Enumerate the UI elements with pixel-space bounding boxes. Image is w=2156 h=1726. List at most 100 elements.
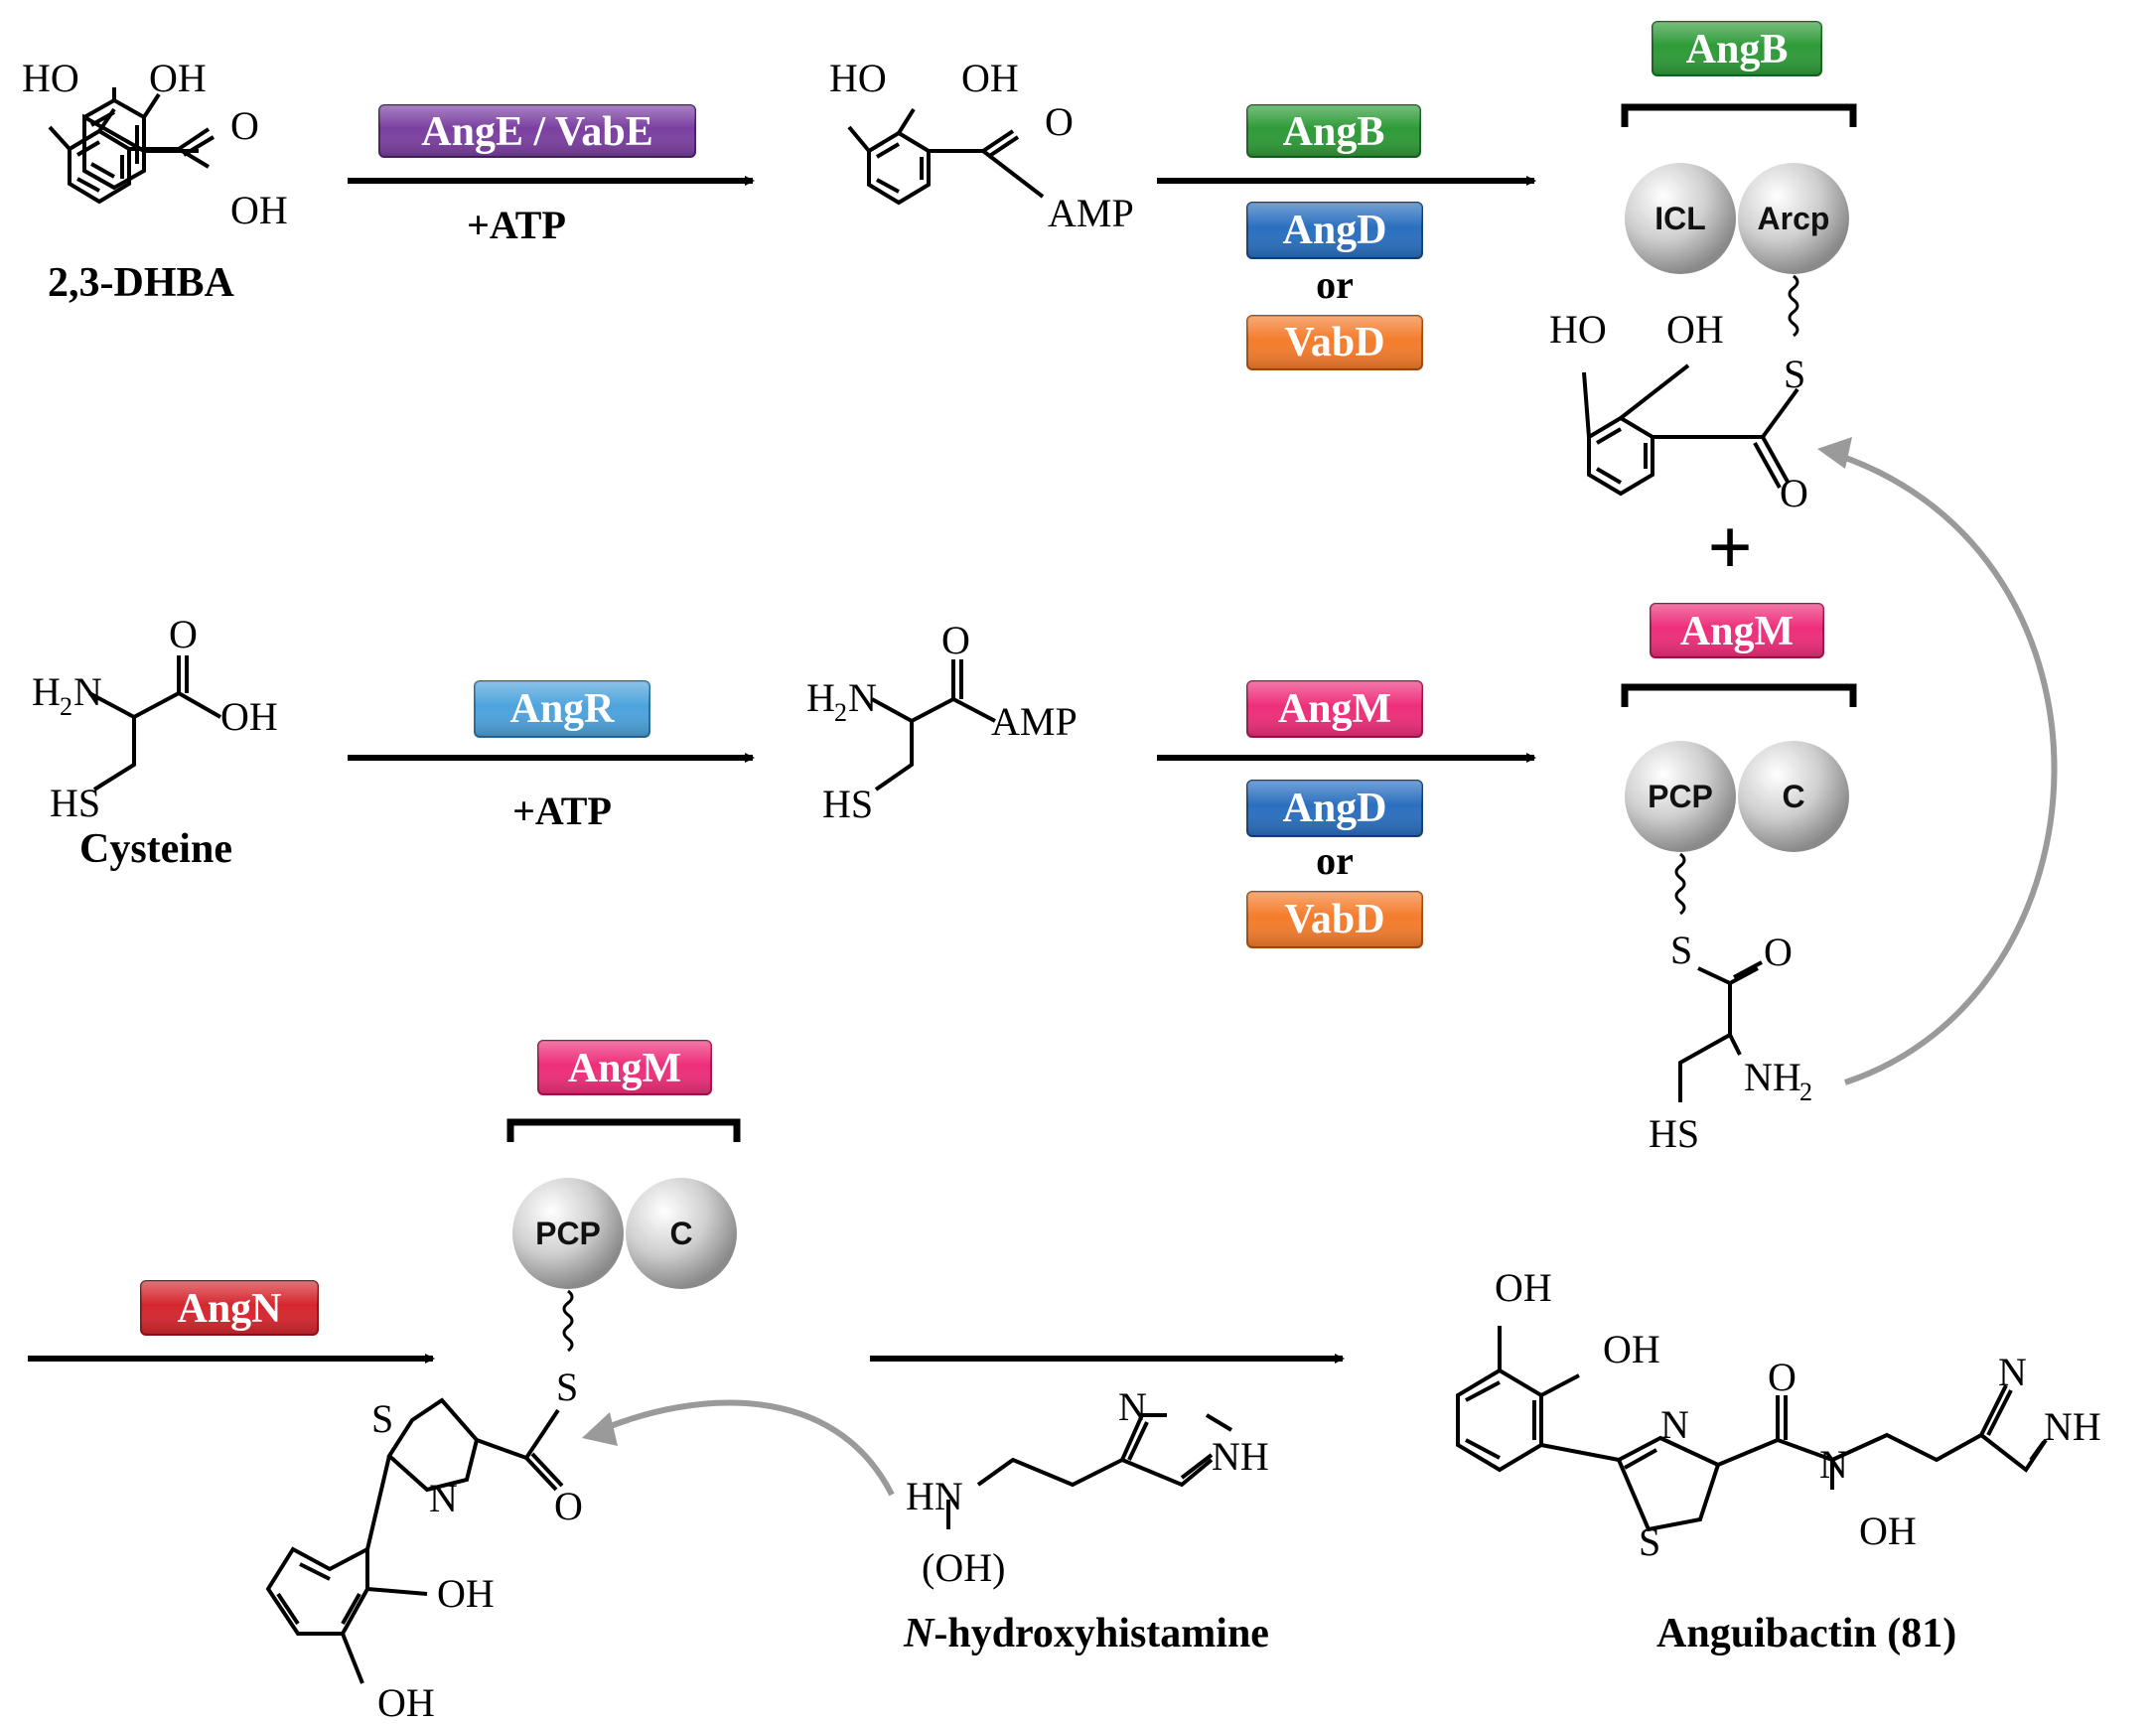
- pcp1-hs: HS: [1649, 1111, 1699, 1156]
- or-1: or: [1316, 262, 1354, 307]
- dhba-ring: [48, 107, 216, 205]
- plus-sign: +: [1707, 504, 1753, 592]
- anguibactin-structure: [1456, 1326, 2048, 1532]
- cys-thioester-structure: [1678, 960, 1763, 1102]
- cysamp-hs: HS: [822, 782, 873, 826]
- svg-text:C: C: [669, 1216, 692, 1251]
- thiazoline-thioester-structure: [265, 1397, 564, 1684]
- dhba-o: O: [230, 103, 259, 148]
- svg-text:VabD: VabD: [1284, 897, 1384, 942]
- tag-angb-2: AngB: [1652, 21, 1822, 76]
- domain-pcp-1: PCP: [1625, 741, 1736, 852]
- svg-text:AngN: AngN: [177, 1286, 281, 1332]
- bracket-angm-2: [506, 1118, 741, 1142]
- transfer-arrow-1: [1836, 452, 2058, 1085]
- svg-text:VabD: VabD: [1284, 320, 1384, 365]
- ang-n: N: [1660, 1402, 1689, 1447]
- tag-angr: AngR: [474, 680, 650, 738]
- hh-oh: (OH): [922, 1545, 1005, 1590]
- hydroxyhistamine-structure: [946, 1413, 1233, 1529]
- domain-pcp-2: PCP: [512, 1178, 624, 1289]
- ang-nh: NH: [2044, 1404, 2101, 1449]
- tether-pcp-1: [1674, 852, 1686, 916]
- thz-oh2: OH: [377, 1680, 435, 1725]
- dhba-name: 2,3-DHBA: [48, 260, 235, 306]
- svg-text:AngD: AngD: [1282, 208, 1386, 253]
- atp-2: +ATP: [512, 789, 612, 833]
- svg-text:AngM: AngM: [1278, 686, 1391, 732]
- ang-o: O: [1768, 1355, 1797, 1399]
- anguibactin-name: Anguibactin (81): [1656, 1611, 1956, 1656]
- ang-n2: N: [1819, 1442, 1848, 1487]
- ang-n3: N: [1998, 1350, 2027, 1394]
- ang-s: S: [1639, 1519, 1660, 1564]
- svg-text:AngR: AngR: [509, 686, 615, 732]
- transfer-arrowhead-2: [582, 1412, 618, 1446]
- dhbs-o: O: [1780, 471, 1808, 515]
- tag-ange-vabe: AngE / VabE: [378, 104, 696, 158]
- svg-text:AngB: AngB: [1686, 27, 1789, 72]
- cys-2: 2: [60, 692, 72, 721]
- thz-n: N: [429, 1476, 458, 1520]
- cys-hs: HS: [50, 781, 100, 825]
- bracket-angm-1: [1621, 683, 1857, 707]
- svg-text:AngM: AngM: [568, 1046, 681, 1091]
- cysamp-amp: AMP: [991, 699, 1078, 744]
- cysteine-name: Cysteine: [79, 826, 232, 872]
- tag-vabd-2: VabD: [1246, 891, 1423, 948]
- svg-text:Arcp: Arcp: [1758, 201, 1830, 236]
- atp-1: +ATP: [467, 203, 566, 247]
- thz-o: O: [554, 1484, 583, 1528]
- hh-nh: NH: [1212, 1434, 1269, 1479]
- ang-oh2: OH: [1603, 1327, 1660, 1371]
- svg-text:PCP: PCP: [1648, 779, 1713, 814]
- svg-text:AngM: AngM: [1680, 609, 1794, 654]
- svg-text:AngB: AngB: [1283, 109, 1385, 155]
- hh-hn: HN: [906, 1474, 963, 1518]
- tag-angm-2: AngM: [1650, 603, 1824, 658]
- hh-n: N: [1118, 1384, 1147, 1429]
- tether-arcp: [1788, 274, 1799, 338]
- dhba-structure: [82, 87, 199, 191]
- pcp1-nh: NH: [1744, 1055, 1801, 1099]
- cys-amp-structure: [871, 659, 996, 791]
- thz-s: S: [371, 1396, 393, 1441]
- tag-angb-1: AngB: [1246, 104, 1421, 158]
- svg-text:AngD: AngD: [1282, 786, 1386, 831]
- svg-text:AngE / VabE: AngE / VabE: [421, 109, 652, 155]
- cysamp-n: N: [848, 675, 877, 720]
- dhbamp-amp: AMP: [1048, 191, 1134, 235]
- domain-c-1: C: [1738, 741, 1849, 852]
- pcp1-s: S: [1670, 928, 1692, 972]
- pcp1-o: O: [1764, 930, 1793, 974]
- tag-angn: AngN: [140, 1280, 319, 1336]
- dhbamp-o: O: [1045, 99, 1074, 144]
- tag-angm-3: AngM: [537, 1040, 712, 1095]
- dhb-amp-structure: [847, 107, 1045, 206]
- arcp-s: S: [1784, 352, 1805, 396]
- ang-noh: OH: [1859, 1509, 1917, 1553]
- tag-vabd-1: VabD: [1246, 315, 1423, 370]
- or-2: or: [1316, 838, 1354, 883]
- cysamp-o: O: [941, 618, 970, 662]
- cysamp-h: H: [806, 675, 835, 720]
- cys-n: N: [73, 669, 102, 714]
- svg-text:PCP: PCP: [535, 1216, 601, 1251]
- transfer-arrow-2: [599, 1399, 895, 1497]
- pcp2-s: S: [556, 1365, 578, 1409]
- cysteine-structure: [88, 655, 221, 791]
- tether-pcp-2: [562, 1289, 574, 1353]
- dhba-ho: HO: [22, 56, 79, 100]
- hydroxyhistamine-name: N-hydroxyhistamine: [903, 1611, 1269, 1656]
- pcp1-2: 2: [1799, 1078, 1812, 1106]
- domain-arcp: Arcp: [1738, 163, 1849, 274]
- domain-c-2: C: [626, 1178, 737, 1289]
- svg-text:ICL: ICL: [1654, 201, 1706, 236]
- dhba-oh2: OH: [230, 188, 288, 232]
- bracket-angb: [1621, 103, 1857, 127]
- cysamp-2: 2: [834, 698, 847, 727]
- cys-oh: OH: [220, 694, 278, 739]
- dhbs-oh: OH: [1666, 307, 1724, 352]
- transfer-arrowhead-1: [1817, 437, 1852, 469]
